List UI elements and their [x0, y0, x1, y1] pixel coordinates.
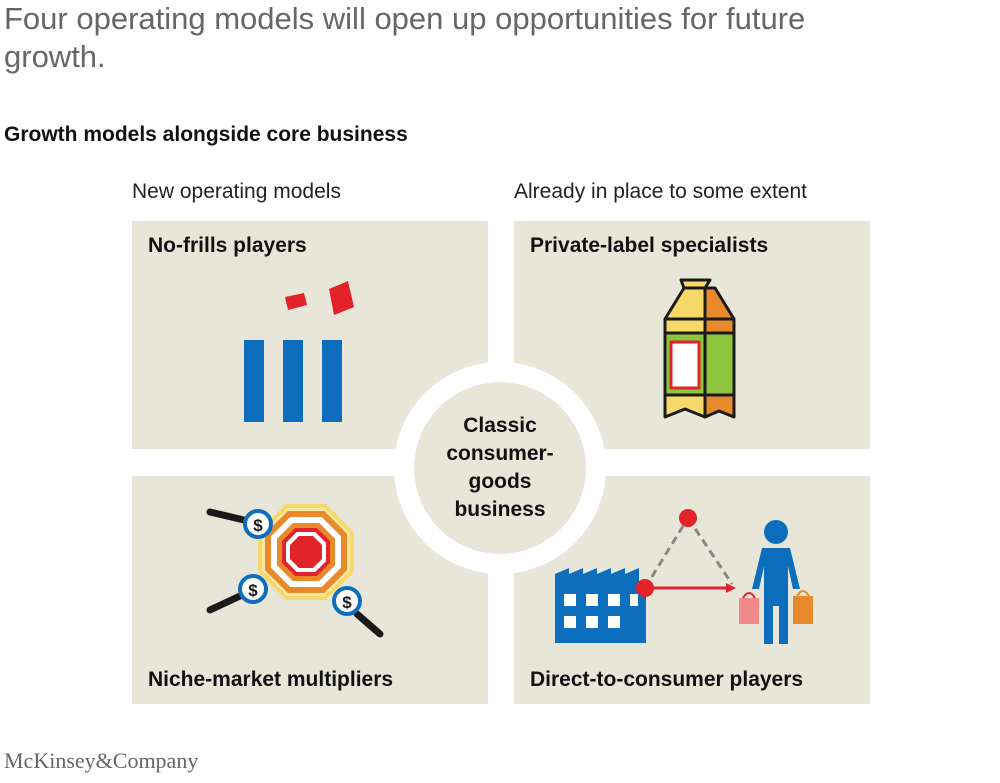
factory-to-shopper-icon [555, 509, 813, 644]
mckinsey-logo: McKinsey&Company [4, 748, 199, 773]
magnifier-icon: $ [206, 508, 273, 539]
center-label: Classic consumer-goods business [446, 414, 554, 521]
dollar-sign: $ [253, 516, 263, 535]
dollar-sign: $ [342, 593, 352, 612]
magnifier-icon: $ [206, 574, 268, 614]
target-magnifier-icon: $ $ $ [206, 504, 384, 638]
quadrant-no-frills: No-frills players [132, 221, 488, 449]
factory-icon [555, 568, 646, 643]
magnifier-icon: $ [332, 586, 384, 638]
dollar-sign: $ [248, 581, 258, 600]
column-heading-new: New operating models [132, 180, 341, 203]
bar-chart-icon [244, 281, 354, 422]
headline: Four operating models will open up oppor… [4, 1, 806, 74]
milk-carton-icon [663, 278, 736, 419]
subheadline: Growth models alongside core business [4, 123, 408, 146]
center-circle: Classic consumer-goods business [414, 382, 586, 554]
column-heading-existing: Already in place to some extent [514, 180, 807, 203]
quadrant-title: No-frills players [148, 234, 307, 257]
shopper-icon [739, 520, 813, 644]
quadrant-title: Direct-to-consumer players [530, 668, 804, 691]
quadrant-title: Niche-market multipliers [148, 668, 394, 691]
quadrant-title: Private-label specialists [530, 234, 769, 257]
